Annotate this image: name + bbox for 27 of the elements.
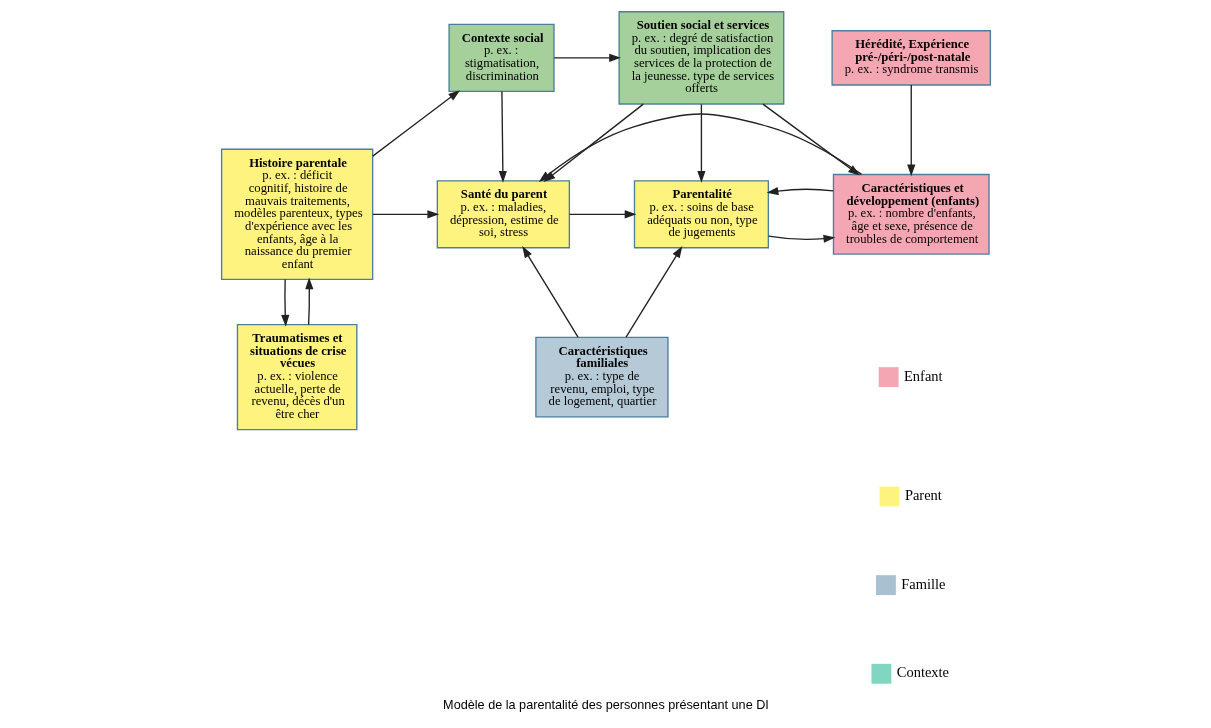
legend-label: Contexte xyxy=(896,664,949,681)
arrow xyxy=(696,103,706,183)
arrow xyxy=(553,53,621,62)
node-box: Histoire parentale p. ex. : déficit cognitif, histoire de mauvais traitements, modèles parenteux, types d'expérience avec les enfants, âge à la naissance du premier enfant xyxy=(220,148,373,281)
arrow xyxy=(371,210,439,219)
arrow xyxy=(767,234,835,243)
arrow xyxy=(521,246,579,338)
arrow xyxy=(498,90,507,183)
arrow xyxy=(766,186,834,196)
node-box: Santé du parent p. ex. : maladies, dépression, estime de soi, stress xyxy=(436,180,570,249)
node-box: Parentalité p. ex. : soins de base adéquats ou non, type de jugements xyxy=(633,180,769,249)
arrow xyxy=(304,277,313,326)
arrow xyxy=(906,84,915,177)
node-box: Contexte social p. ex. : stigmatisation, discrimination xyxy=(447,23,555,92)
arrow xyxy=(280,278,289,327)
arrow xyxy=(624,246,682,338)
legend-label: Enfant xyxy=(903,367,943,384)
node-box: Caractéristiques et développement (enfants) p. ex. : nombre d'enfants, âge et sexe, présence de troubles de comportement xyxy=(832,173,990,255)
node-box: Caractéristiques familiales p. ex. : type de revenu, emploi, type de logement, quartier xyxy=(534,336,669,418)
node-box: Traumatismes et situations de crise vécues p. ex. : violence actuelle, perte de revenu, décès d'un être cher xyxy=(236,324,357,431)
node-box: Soutien social et services p. ex. : degré de satisfaction du soutien, implication des services de la protection de la jeunesse. type de services offerts xyxy=(617,11,784,105)
arrow xyxy=(371,90,460,157)
caption: Modèle de la parentalité des personnes présentant une DI xyxy=(442,698,769,713)
arrow xyxy=(568,210,636,219)
node-box: Hérédité, Expérience pré-/péri-/post-natale p. ex. : syndrome transmis xyxy=(830,30,991,86)
legend-label: Parent xyxy=(904,486,942,503)
legend-label: Famille xyxy=(900,575,946,592)
